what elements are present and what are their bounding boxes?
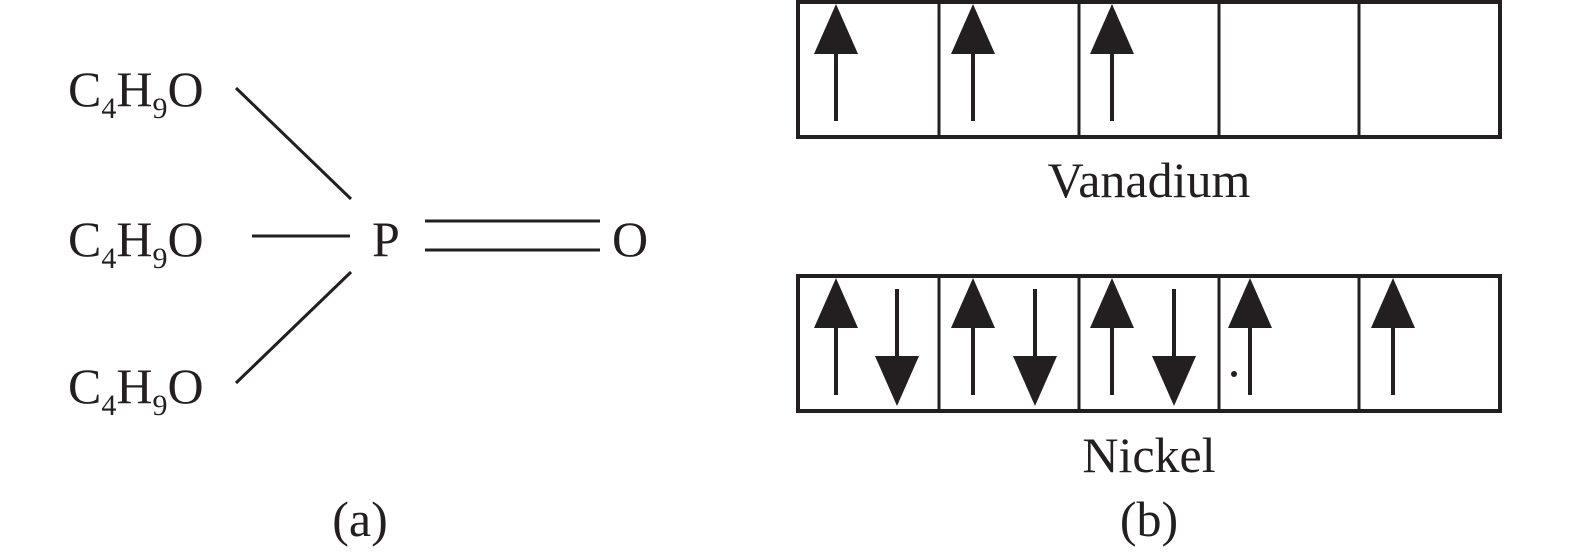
up-arrow-icon	[1088, 276, 1136, 397]
panel-a: C4H9O C4H9O C4H9O P O (a)	[68, 61, 648, 547]
up-arrow-icon	[1369, 276, 1417, 397]
butoxy-group-top: C4H9O	[68, 61, 204, 125]
phosphorus-atom: P	[372, 211, 400, 267]
up-arrow-icon	[812, 276, 860, 397]
down-arrow-icon	[873, 287, 921, 408]
dot-mark	[1231, 371, 1237, 377]
caption-b: (b)	[1120, 491, 1178, 547]
butoxy-group-middle: C4H9O	[68, 211, 204, 275]
up-arrow-icon	[1226, 276, 1274, 397]
down-arrow-icon	[1150, 287, 1198, 408]
caption-a: (a)	[332, 491, 388, 547]
bond-bottom	[234, 270, 353, 385]
nickel-label: Nickel	[1082, 427, 1215, 483]
bond-top	[234, 86, 353, 201]
up-arrow-icon	[812, 2, 860, 123]
down-arrow-icon	[1011, 287, 1059, 408]
vanadium-orbital-diagram	[796, 0, 1502, 139]
oxygen-atom: O	[612, 211, 648, 267]
nickel-orbital-diagram	[796, 274, 1502, 413]
up-arrow-icon	[1088, 2, 1136, 123]
up-arrow-icon	[949, 2, 997, 123]
vanadium-label: Vanadium	[1048, 152, 1251, 208]
up-arrow-icon	[949, 276, 997, 397]
panel-b: Vanadium Nickel (b)	[796, 0, 1502, 547]
butoxy-group-bottom: C4H9O	[68, 358, 204, 422]
